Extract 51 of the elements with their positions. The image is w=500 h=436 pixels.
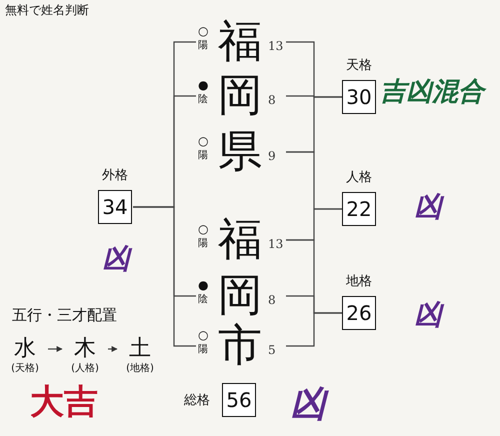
polarity-symbol: ○ (198, 25, 208, 37)
stroke-count: 9 (268, 149, 276, 163)
category-label: 総格 (184, 393, 210, 409)
stroke-count: 8 (268, 93, 276, 107)
name-character: 岡 (218, 271, 262, 321)
position-label: (人格) (70, 363, 100, 375)
score-box: 26 (342, 296, 376, 330)
stroke-count: 5 (268, 343, 276, 357)
arrow (108, 346, 118, 352)
arrow (48, 346, 63, 352)
polarity-label: 陰 (198, 294, 208, 305)
stroke-count: 13 (268, 237, 284, 251)
name-character: 県 (218, 127, 262, 177)
fortune-label: 凶 (414, 188, 442, 226)
polarity-label: 陽 (198, 40, 208, 51)
element-character: 木 (73, 336, 97, 362)
polarity-symbol: ○ (198, 223, 208, 235)
polarity-symbol: ○ (198, 329, 208, 341)
polarity-label: 陽 (198, 150, 208, 161)
name-character: 福 (218, 215, 262, 265)
fortune-label: 吉凶混合 (380, 74, 484, 109)
stroke-count: 13 (268, 39, 284, 53)
fortune-label: 凶 (102, 240, 130, 278)
stroke-count: 8 (268, 293, 276, 307)
element-character: 土 (128, 336, 152, 362)
polarity-symbol: ○ (198, 135, 208, 147)
polarity-label: 陽 (198, 344, 208, 355)
category-label: 天格 (345, 58, 373, 74)
element-character: 水 (13, 336, 37, 362)
name-character: 福 (218, 17, 262, 67)
bracket-line (286, 312, 342, 347)
score-box: 56 (222, 383, 256, 417)
polarity-label: 陰 (198, 94, 208, 105)
name-character: 市 (218, 321, 262, 371)
polarity-symbol: ● (198, 79, 208, 91)
fortune-label: 大吉 (30, 382, 98, 422)
position-label: (天格) (10, 363, 40, 375)
category-label: 人格 (345, 170, 373, 186)
position-label: (地格) (125, 363, 155, 375)
category-label: 地格 (345, 274, 373, 290)
fortune-label: 凶 (414, 296, 442, 334)
bracket-line (133, 206, 196, 347)
score-box: 30 (342, 80, 376, 114)
category-label: 外格 (101, 168, 129, 184)
name-character: 岡 (218, 71, 262, 121)
polarity-label: 陽 (198, 238, 208, 249)
polarity-symbol: ● (198, 279, 208, 291)
section-heading: 五行・三才配置 (12, 306, 117, 324)
score-box: 22 (342, 192, 376, 226)
score-box: 34 (98, 190, 132, 224)
header-title: 無料で姓名判断 (5, 3, 89, 17)
